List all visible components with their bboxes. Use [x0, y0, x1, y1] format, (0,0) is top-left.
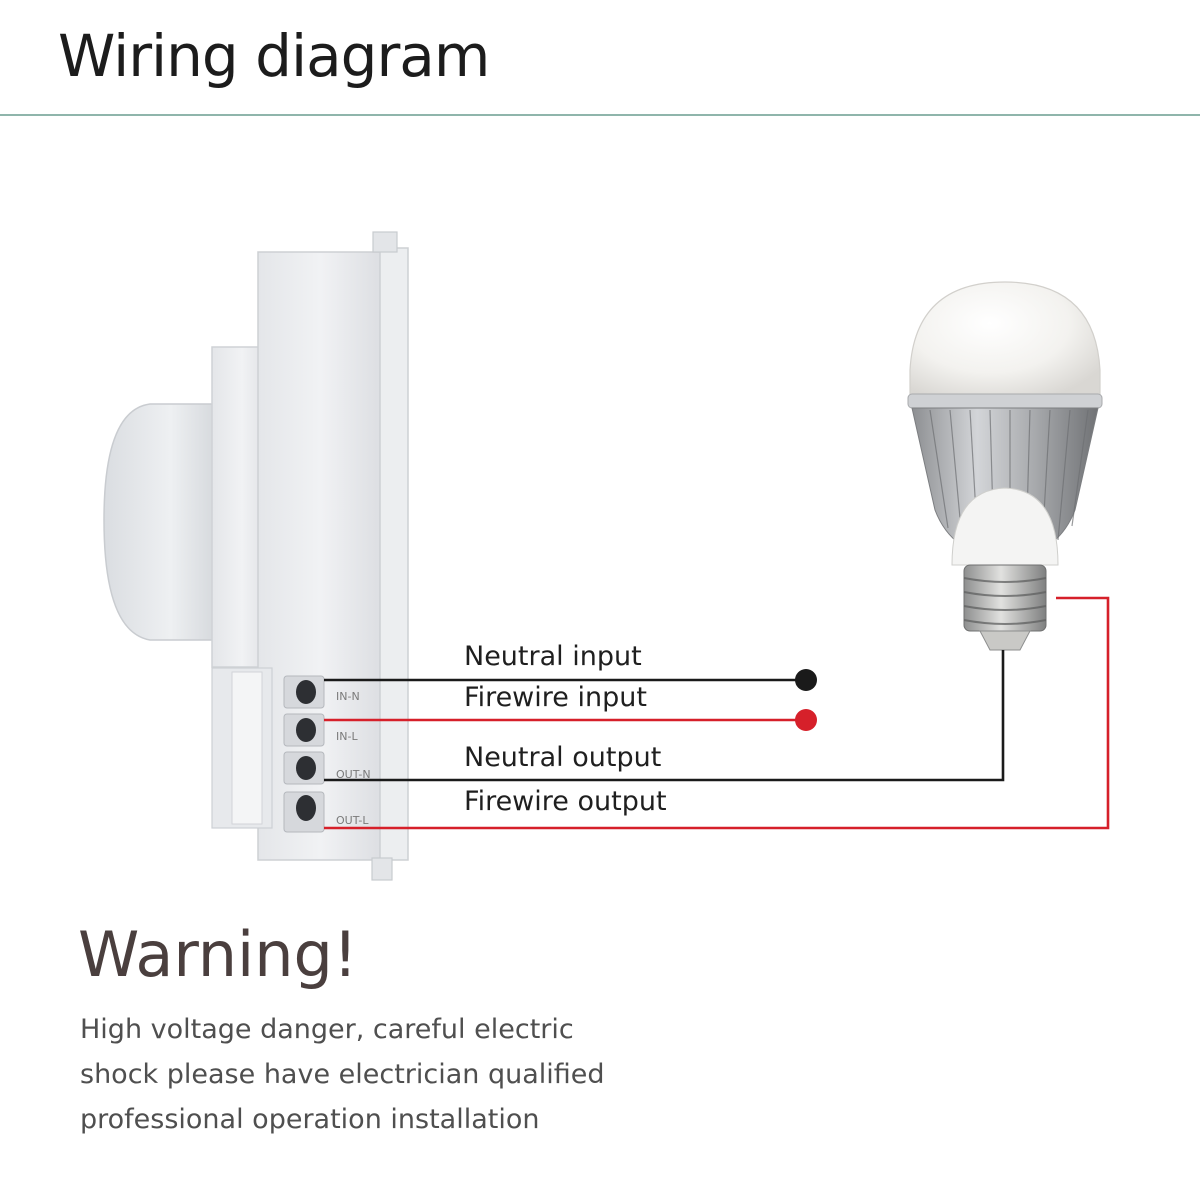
terminal-label-in-l: IN-L	[336, 730, 358, 743]
page-title: Wiring diagram	[58, 22, 490, 90]
warning-text-line-1: High voltage danger, careful electric	[80, 1014, 574, 1045]
firewire-output-label: Firewire output	[464, 786, 667, 817]
neutral-output-label: Neutral output	[464, 742, 662, 773]
neutral-input-label: Neutral input	[464, 641, 642, 672]
sensor-switch-icon: IN-N IN-L OUT-N OUT-L	[103, 231, 409, 881]
firewire-input-terminal-dot	[795, 709, 817, 731]
neutral-input-terminal-dot	[795, 669, 817, 691]
terminal-label-in-n: IN-N	[336, 690, 360, 703]
warning-heading: Warning!	[78, 918, 358, 991]
warning-text-line-3: professional operation installation	[80, 1104, 540, 1135]
terminal-screws	[283, 675, 325, 833]
wires	[324, 596, 1110, 830]
title-divider	[0, 114, 1200, 116]
neutral-output-wire	[324, 650, 1005, 782]
light-bulb-icon	[907, 281, 1103, 651]
terminal-label-out-n: OUT-N	[336, 768, 371, 781]
terminal-label-out-l: OUT-L	[336, 814, 369, 827]
firewire-input-label: Firewire input	[464, 682, 647, 713]
warning-text-line-2: shock please have electrician qualified	[80, 1059, 605, 1090]
firewire-output-wire	[324, 596, 1110, 830]
